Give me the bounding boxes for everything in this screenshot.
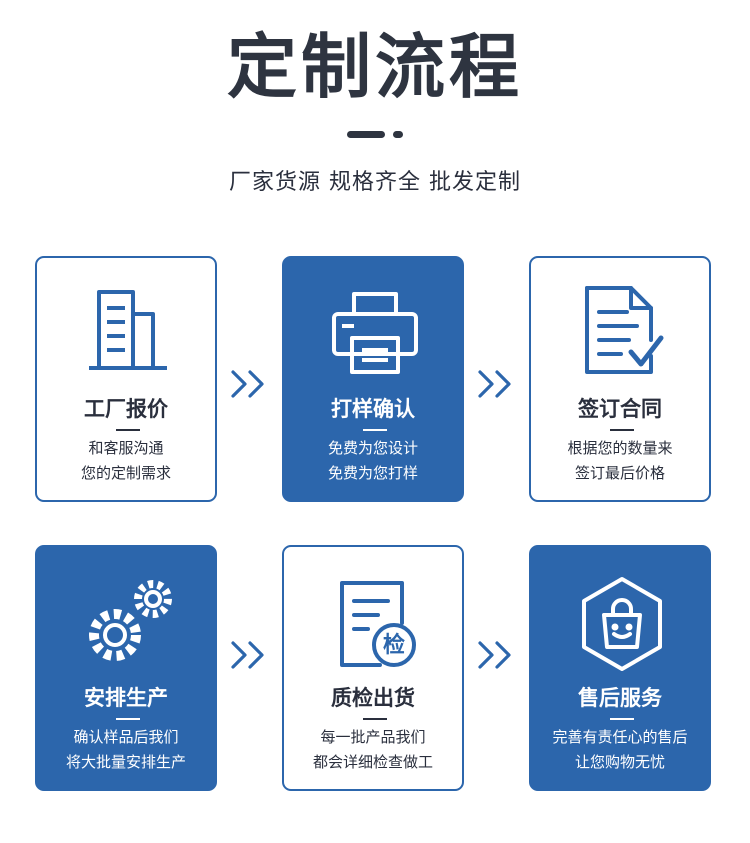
step-card-sample: 打样确认 免费为您设计 免费为您打样 [282,256,464,502]
step-underline [363,429,387,431]
double-chevron-right-icon [229,367,269,401]
step-underline [610,718,634,720]
title-divider [347,131,385,138]
double-chevron-right-icon [229,638,269,672]
step-underline [116,429,140,431]
step-name: 打样确认 [331,397,415,421]
step-card-production: 安排生产 确认样品后我们 将大批量安排生产 [35,545,217,791]
step-card-inspection: 检 质检出货 每一批产品我们 都会详细检查做工 [282,545,464,791]
step-underline [610,429,634,431]
title-divider-dot [393,131,403,138]
step-underline [116,718,140,720]
gears-icon [73,569,183,679]
step-name: 售后服务 [578,686,662,710]
step-desc-line1: 确认样品后我们 [73,728,179,746]
printer-icon [320,280,430,390]
inspection-document-icon: 检 [320,569,430,679]
step-desc-line2: 都会详细检查做工 [312,753,433,771]
step-name: 质检出货 [331,686,415,710]
inspection-badge: 检 [382,633,405,658]
step-desc-line2: 签订最后价格 [574,464,665,482]
contract-document-icon [567,280,677,390]
step-desc-line1: 完善有责任心的售后 [552,728,688,746]
page-subtitle: 厂家货源 规格齐全 批发定制 [229,170,521,195]
step-desc-line2: 免费为您打样 [327,464,418,482]
step-desc-line1: 和客服沟通 [88,439,164,457]
step-name: 安排生产 [84,686,168,710]
step-card-quote: 工厂报价 和客服沟通 您的定制需求 [35,256,217,502]
step-desc-line1: 免费为您设计 [327,439,418,457]
step-name: 工厂报价 [84,397,168,421]
shopping-bag-icon [567,569,677,679]
step-desc-line2: 将大批量安排生产 [65,753,186,771]
double-chevron-right-icon [476,367,516,401]
step-desc-line2: 让您购物无忧 [574,753,665,771]
step-underline [363,718,387,720]
page-title: 定制流程 [227,26,523,108]
step-desc-line1: 根据您的数量来 [567,439,673,457]
step-name: 签订合同 [578,397,662,421]
step-desc-line1: 每一批产品我们 [320,728,426,746]
double-chevron-right-icon [476,638,516,672]
step-card-contract: 签订合同 根据您的数量来 签订最后价格 [529,256,711,502]
factory-building-icon [73,280,183,390]
step-desc-line2: 您的定制需求 [80,464,171,482]
step-card-aftersales: 售后服务 完善有责任心的售后 让您购物无忧 [529,545,711,791]
